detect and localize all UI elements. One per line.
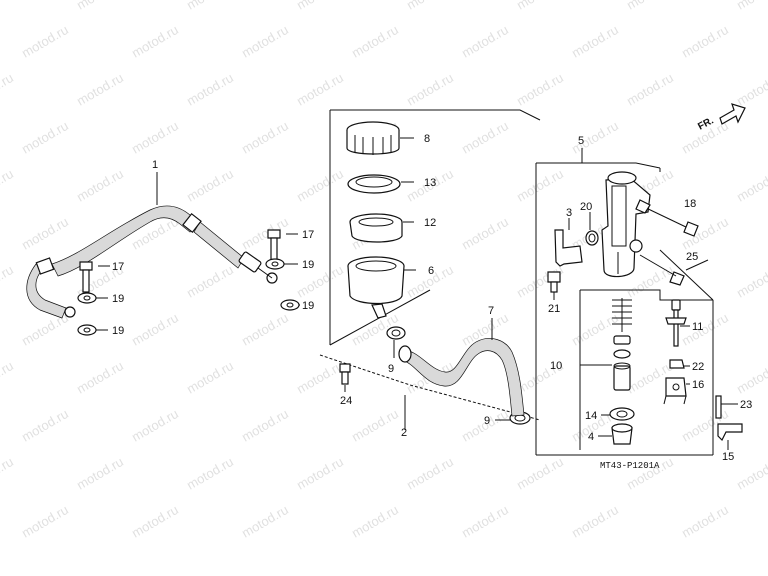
callout-24: 24: [340, 395, 352, 407]
piston-set: [580, 298, 632, 391]
banjo-bolt-left: [79, 261, 110, 293]
callout-22: 22: [692, 361, 704, 373]
callout-19-a: 19: [112, 293, 124, 305]
callout-20: 20: [580, 201, 592, 213]
callout-9-lower: 9: [484, 415, 490, 427]
reservoir-body: [347, 256, 416, 319]
callout-8: 8: [424, 133, 430, 145]
master-cylinder-body: [601, 171, 651, 278]
callout-11: 11: [692, 321, 703, 333]
joint-screw: [547, 271, 561, 300]
o-ring: [585, 212, 599, 246]
push-rod: [665, 299, 690, 347]
front-direction-label: FR.: [696, 115, 716, 132]
callout-19-b: 19: [112, 325, 124, 337]
reservoir-bolt: [339, 363, 351, 392]
joint-pin: [715, 395, 738, 419]
master-cylinder-frame: [535, 148, 714, 456]
sealing-washers: [77, 258, 300, 336]
callout-1: 1: [152, 159, 158, 171]
callout-19-d: 19: [302, 300, 314, 312]
banjo-bolt-right: [267, 229, 298, 261]
mounting-bolt-lower: [639, 254, 709, 286]
callout-17-left: 17: [112, 261, 124, 273]
diagram-code: MT43-P1201A: [600, 461, 660, 471]
callout-18: 18: [684, 198, 696, 210]
callout-6: 6: [428, 265, 434, 277]
callout-23: 23: [740, 399, 752, 411]
callout-14: 14: [585, 410, 597, 422]
callout-7: 7: [488, 305, 494, 317]
piston-washer: [601, 407, 635, 421]
hose-clip-upper: [386, 326, 406, 358]
callout-13: 13: [424, 177, 436, 189]
callout-4: 4: [588, 431, 594, 443]
callout-15: 15: [722, 451, 734, 463]
callout-5: 5: [578, 135, 584, 147]
reservoir-cap: [346, 121, 414, 155]
callout-16: 16: [692, 379, 704, 391]
joint-clip: [717, 423, 743, 450]
callout-19-c: 19: [302, 259, 314, 271]
reservoir-diaphragm: [349, 213, 414, 243]
joint-nut: [669, 359, 690, 369]
hose-joint: [554, 218, 583, 267]
mounting-bolt-upper: [635, 199, 699, 237]
callout-9-upper: 9: [388, 363, 394, 375]
callout-21: 21: [548, 303, 560, 315]
rod-joint: [663, 377, 690, 405]
callout-12: 12: [424, 217, 436, 229]
callout-10: 10: [550, 360, 562, 372]
piston-boot: [598, 423, 633, 445]
callout-17-right: 17: [302, 229, 314, 241]
callout-3: 3: [566, 207, 572, 219]
callout-25: 25: [686, 251, 698, 263]
brake-hose-assembly: [26, 172, 278, 319]
reservoir-hose: [398, 318, 525, 417]
callout-2: 2: [401, 427, 407, 439]
reservoir-plate: [347, 174, 414, 194]
front-direction-arrow: FR.: [696, 103, 746, 133]
callout-labels: 1 2 3 4 5 6 7 8 9 9 10 11 12 13 14 15 16…: [112, 133, 752, 463]
